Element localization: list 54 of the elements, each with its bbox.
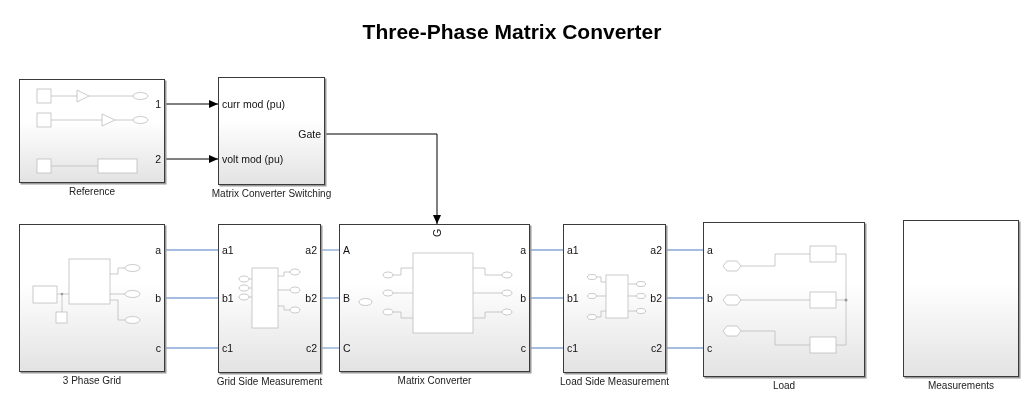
port-label: C <box>343 342 351 354</box>
connection-line <box>320 297 340 299</box>
connection-line <box>320 249 340 251</box>
block-label: Load <box>772 380 796 392</box>
port-label: a2 <box>305 244 317 256</box>
port-label: c1 <box>567 342 579 354</box>
port-label: a <box>707 244 713 256</box>
port-label: a <box>520 244 526 256</box>
block-label: Matrix Converter Switching <box>211 188 332 200</box>
connection-line <box>665 347 704 349</box>
port-label: b <box>707 292 713 304</box>
port-label: c <box>707 342 713 354</box>
port-label: a2 <box>650 244 662 256</box>
arrow <box>164 100 219 108</box>
port-label: A <box>343 244 350 256</box>
port-label: c2 <box>650 342 662 354</box>
port-label: c <box>155 342 161 354</box>
port-label: b1 <box>222 292 234 304</box>
connection-line <box>529 347 564 349</box>
connection-line <box>164 347 219 349</box>
port-label: Gate <box>298 128 321 140</box>
port-label: c2 <box>305 342 317 354</box>
block-label: Load Side Measurement <box>560 376 669 388</box>
connection-line <box>665 297 704 299</box>
port-label: b2 <box>650 292 662 304</box>
port-label: c1 <box>222 342 234 354</box>
port-label: 1 <box>155 98 161 110</box>
port-label: 2 <box>155 153 161 165</box>
port-label: a <box>155 244 161 256</box>
port-label: b1 <box>567 292 579 304</box>
port-label: c <box>520 342 526 354</box>
block-label: Reference <box>68 186 116 198</box>
connection-line <box>320 347 340 349</box>
connection-line <box>529 249 564 251</box>
arrow <box>324 133 441 225</box>
port-label: volt mod (pu) <box>222 153 284 165</box>
diagram-title: Three-Phase Matrix Converter <box>362 19 662 45</box>
port-label: b <box>520 292 526 304</box>
connection-line <box>164 249 219 251</box>
block-label: Matrix Converter <box>397 375 472 387</box>
port-label: b2 <box>305 292 317 304</box>
port-label: B <box>343 292 350 304</box>
port-label: G <box>431 228 444 238</box>
connection-line <box>665 249 704 251</box>
arrow <box>164 155 219 163</box>
port-label: a1 <box>567 244 579 256</box>
block-label: Grid Side Measurement <box>216 376 323 388</box>
connection-line <box>164 297 219 299</box>
port-label: b <box>155 292 161 304</box>
connection-line <box>529 297 564 299</box>
block-label: 3 Phase Grid <box>62 375 122 387</box>
port-label: a1 <box>222 244 234 256</box>
port-label: curr mod (pu) <box>222 98 285 110</box>
block-label: Measurements <box>927 380 995 392</box>
